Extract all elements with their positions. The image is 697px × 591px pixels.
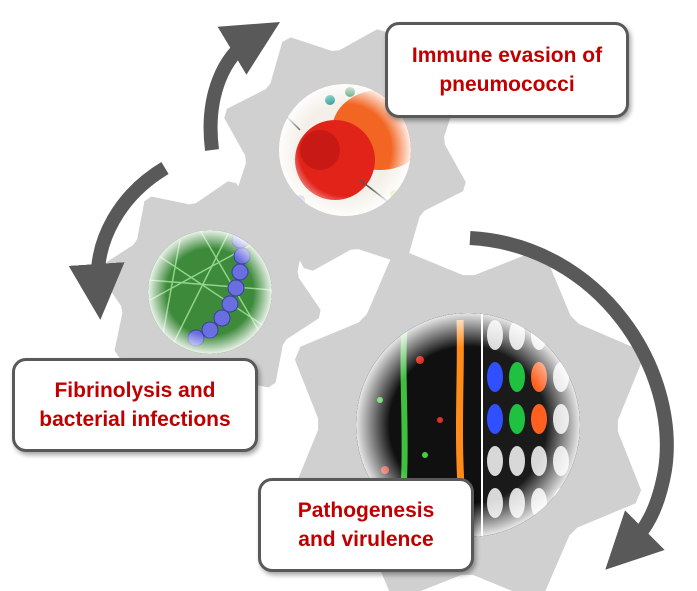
label-line: and virulence bbox=[298, 528, 434, 551]
label-immune-evasion: Immune evasion of pneumococci bbox=[385, 22, 629, 118]
cycle-arrow-top bbox=[203, 21, 280, 151]
cycle-arrow-left bbox=[68, 161, 169, 320]
label-line: Immune evasion of bbox=[411, 44, 603, 67]
label-line: Pathogenesis bbox=[297, 499, 435, 522]
label-fibrinolysis: Fibrinolysis and bacterial infections bbox=[12, 358, 258, 452]
label-line: Fibrinolysis and bbox=[54, 379, 216, 402]
label-line: bacterial infections bbox=[39, 408, 231, 431]
cycle-arrow-right bbox=[469, 231, 674, 570]
label-pathogenesis: Pathogenesis and virulence bbox=[258, 478, 474, 572]
label-line: pneumococci bbox=[439, 73, 575, 96]
fibrin-micrograph bbox=[148, 230, 272, 354]
